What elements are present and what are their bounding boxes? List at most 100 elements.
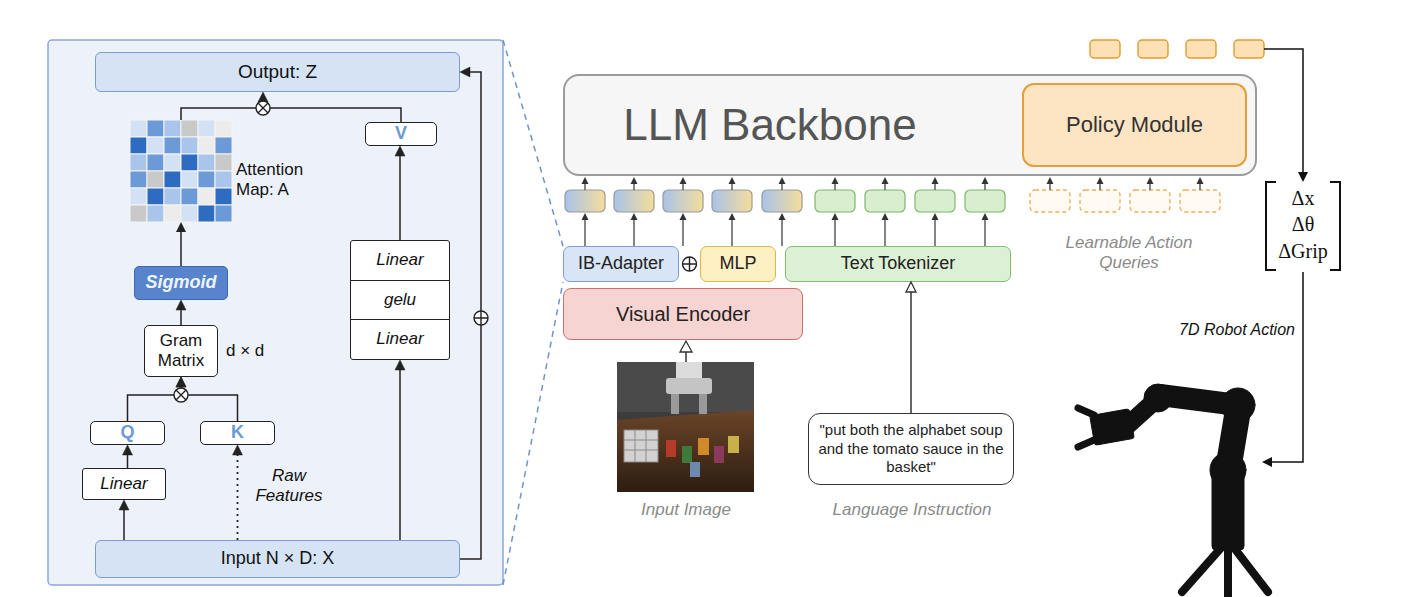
adapter-box: IB-Adapter (563, 246, 679, 282)
input-image (698, 438, 709, 455)
token-arrow (934, 184, 935, 190)
connector-line (910, 292, 912, 413)
token-arrow (631, 213, 638, 220)
action-wire (1262, 457, 1272, 467)
token-arrow (982, 213, 989, 220)
multiply-symbol (256, 101, 270, 115)
box-label: Output: Z (238, 61, 317, 84)
gram-box: Gram Matrix (144, 325, 218, 377)
attention-cell (147, 205, 164, 222)
layer-label: Linear (351, 241, 449, 280)
add-symbol (683, 257, 697, 271)
attention-wire (180, 232, 182, 266)
text-token (815, 190, 855, 212)
attention-wire (181, 108, 257, 120)
box-label: Linear (100, 474, 147, 494)
multiply-symbol (256, 101, 270, 115)
token-arrow (884, 184, 885, 190)
input-image (624, 430, 658, 462)
layer-label: Linear (351, 319, 449, 359)
attention-cell (164, 171, 181, 188)
token-arrow (982, 177, 989, 184)
visual-token (712, 190, 752, 212)
input-box: Input N × D: X (95, 540, 460, 578)
input-image (617, 362, 754, 492)
token-arrow (1047, 177, 1054, 184)
action-wire (1272, 272, 1303, 462)
box-label: Gram Matrix (149, 331, 213, 372)
flow-arrow (123, 445, 133, 468)
box-label: V (395, 123, 407, 145)
attention-cell (130, 154, 147, 171)
arrow-head (906, 282, 916, 292)
action-query-slot (1080, 190, 1120, 212)
arrow-head (176, 377, 186, 387)
action-query-slot (1180, 190, 1220, 212)
attention-cell (164, 137, 181, 154)
box-label: Sigmoid (146, 272, 217, 294)
policy-module: Policy Module (1022, 83, 1247, 167)
input-image (624, 430, 658, 462)
action-wire (1298, 172, 1308, 182)
action-wire (1264, 49, 1303, 172)
visual-token (614, 190, 654, 212)
note-label: Raw Features (250, 466, 328, 507)
vector-bracket (1330, 182, 1340, 270)
output-box: Output: Z (95, 52, 460, 92)
token-arrow (932, 177, 939, 184)
attention-cell (130, 205, 147, 222)
attention-cell (215, 120, 232, 137)
token-arrow (1149, 184, 1150, 190)
input-image (666, 440, 676, 457)
visual-token (663, 190, 703, 212)
token-row (565, 40, 1264, 246)
flow-arrow (176, 300, 186, 325)
attention-cell (198, 205, 215, 222)
multiply-symbol (174, 388, 188, 402)
vector-bracket (1266, 182, 1276, 270)
detail-panel (48, 40, 503, 585)
token-arrow (1197, 177, 1204, 184)
flow-arrow (906, 282, 916, 413)
value-box: V (365, 122, 437, 146)
add-symbol (474, 311, 488, 325)
attention-cell (215, 171, 232, 188)
visual-token (762, 190, 802, 212)
mlp-stack: LineargeluLinear (350, 240, 450, 360)
input-image (690, 462, 700, 477)
add-symbol (474, 311, 488, 325)
attention-cell (181, 205, 198, 222)
box-label: K (231, 422, 244, 444)
connector-line (127, 455, 129, 468)
attention-cell (181, 154, 198, 171)
attention-cell (181, 137, 198, 154)
arrow-head (176, 377, 186, 387)
text-token (965, 190, 1005, 212)
action-query-output (1234, 40, 1264, 58)
connector-line (180, 310, 182, 325)
arrow-head (460, 67, 470, 77)
token-arrow (781, 184, 782, 190)
image-arrow (680, 341, 692, 352)
connector-line (128, 387, 182, 421)
multiply-symbol (258, 103, 268, 113)
input-image (617, 410, 754, 492)
input-image (617, 362, 754, 412)
attention-cell (164, 120, 181, 137)
token-arrow (984, 220, 985, 246)
sigmoid-box: Sigmoid (134, 266, 228, 300)
attention-cell (215, 137, 232, 154)
flow-arrow (176, 377, 238, 421)
token-arrow (633, 184, 634, 190)
connector-line (460, 72, 481, 559)
action-query-output (1138, 40, 1168, 58)
flow-arrow (258, 92, 401, 122)
token-arrow (984, 184, 985, 190)
attention-cell (181, 120, 198, 137)
flow-arrow (128, 377, 187, 421)
encoder-box: Visual Encoder (563, 288, 803, 340)
connector-line (263, 102, 401, 122)
connector-line (399, 156, 401, 240)
attention-cell (181, 171, 198, 188)
zoom-leader (503, 40, 563, 585)
